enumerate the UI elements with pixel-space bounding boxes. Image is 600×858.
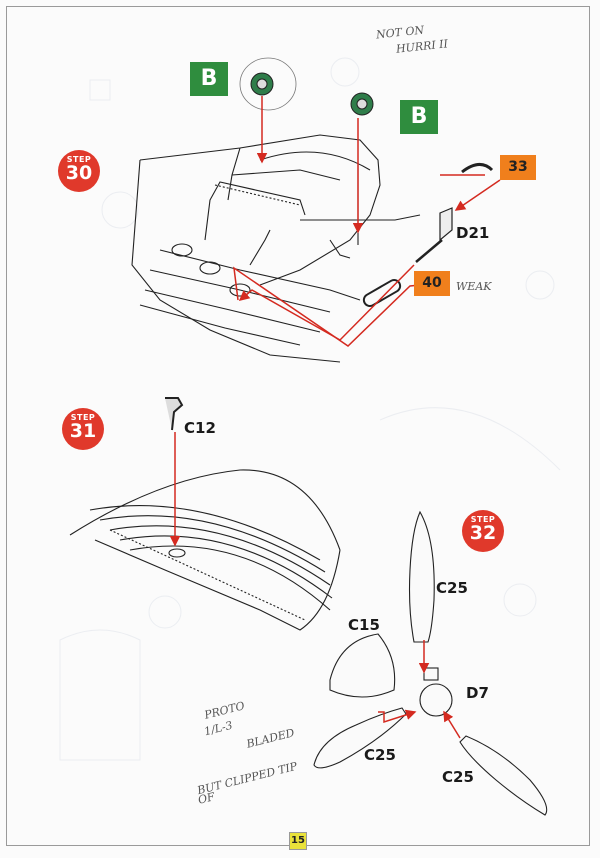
step-number: 30 [65, 162, 93, 184]
step-word: STEP [70, 413, 96, 422]
part-40-label: 40 [414, 271, 450, 296]
page-number: 15 [289, 832, 307, 850]
part-d21 [415, 207, 453, 263]
part-c25-label: C25 [442, 768, 474, 786]
ghost-background [59, 57, 561, 761]
part-40-ring [362, 279, 402, 307]
part-c25-label: C25 [364, 746, 396, 764]
step32-drawing [313, 510, 548, 816]
step30-wheels [239, 57, 374, 116]
part-b-label: B [190, 62, 228, 96]
step-30-badge: STEP 30 [58, 150, 100, 192]
part-33-label: 33 [500, 155, 536, 180]
c25-top-blade [408, 510, 435, 643]
step-32-badge: STEP 32 [462, 510, 504, 552]
part-c15-label: C15 [348, 616, 380, 634]
step30-arrows [233, 96, 501, 347]
step-word: STEP [470, 515, 496, 524]
step-word: STEP [66, 155, 92, 164]
part-b-label: B [400, 100, 438, 134]
part-c25-label: C25 [436, 579, 468, 597]
handwritten-note: WEAK [456, 280, 492, 293]
step31-drawing [69, 397, 341, 631]
c15-spinner [329, 633, 396, 698]
c25-left-blade [313, 707, 407, 769]
step-31-badge: STEP 31 [62, 408, 104, 450]
step-number: 31 [69, 420, 97, 442]
c25-right-blade [459, 735, 548, 816]
part-c12-label: C12 [184, 419, 216, 437]
part-d21-label: D21 [456, 224, 490, 242]
step32-arrows [378, 640, 461, 739]
step30-drawing [131, 134, 421, 363]
part-d7-label: D7 [466, 684, 489, 702]
step-number: 32 [469, 522, 497, 544]
part-33-clip [461, 163, 494, 174]
